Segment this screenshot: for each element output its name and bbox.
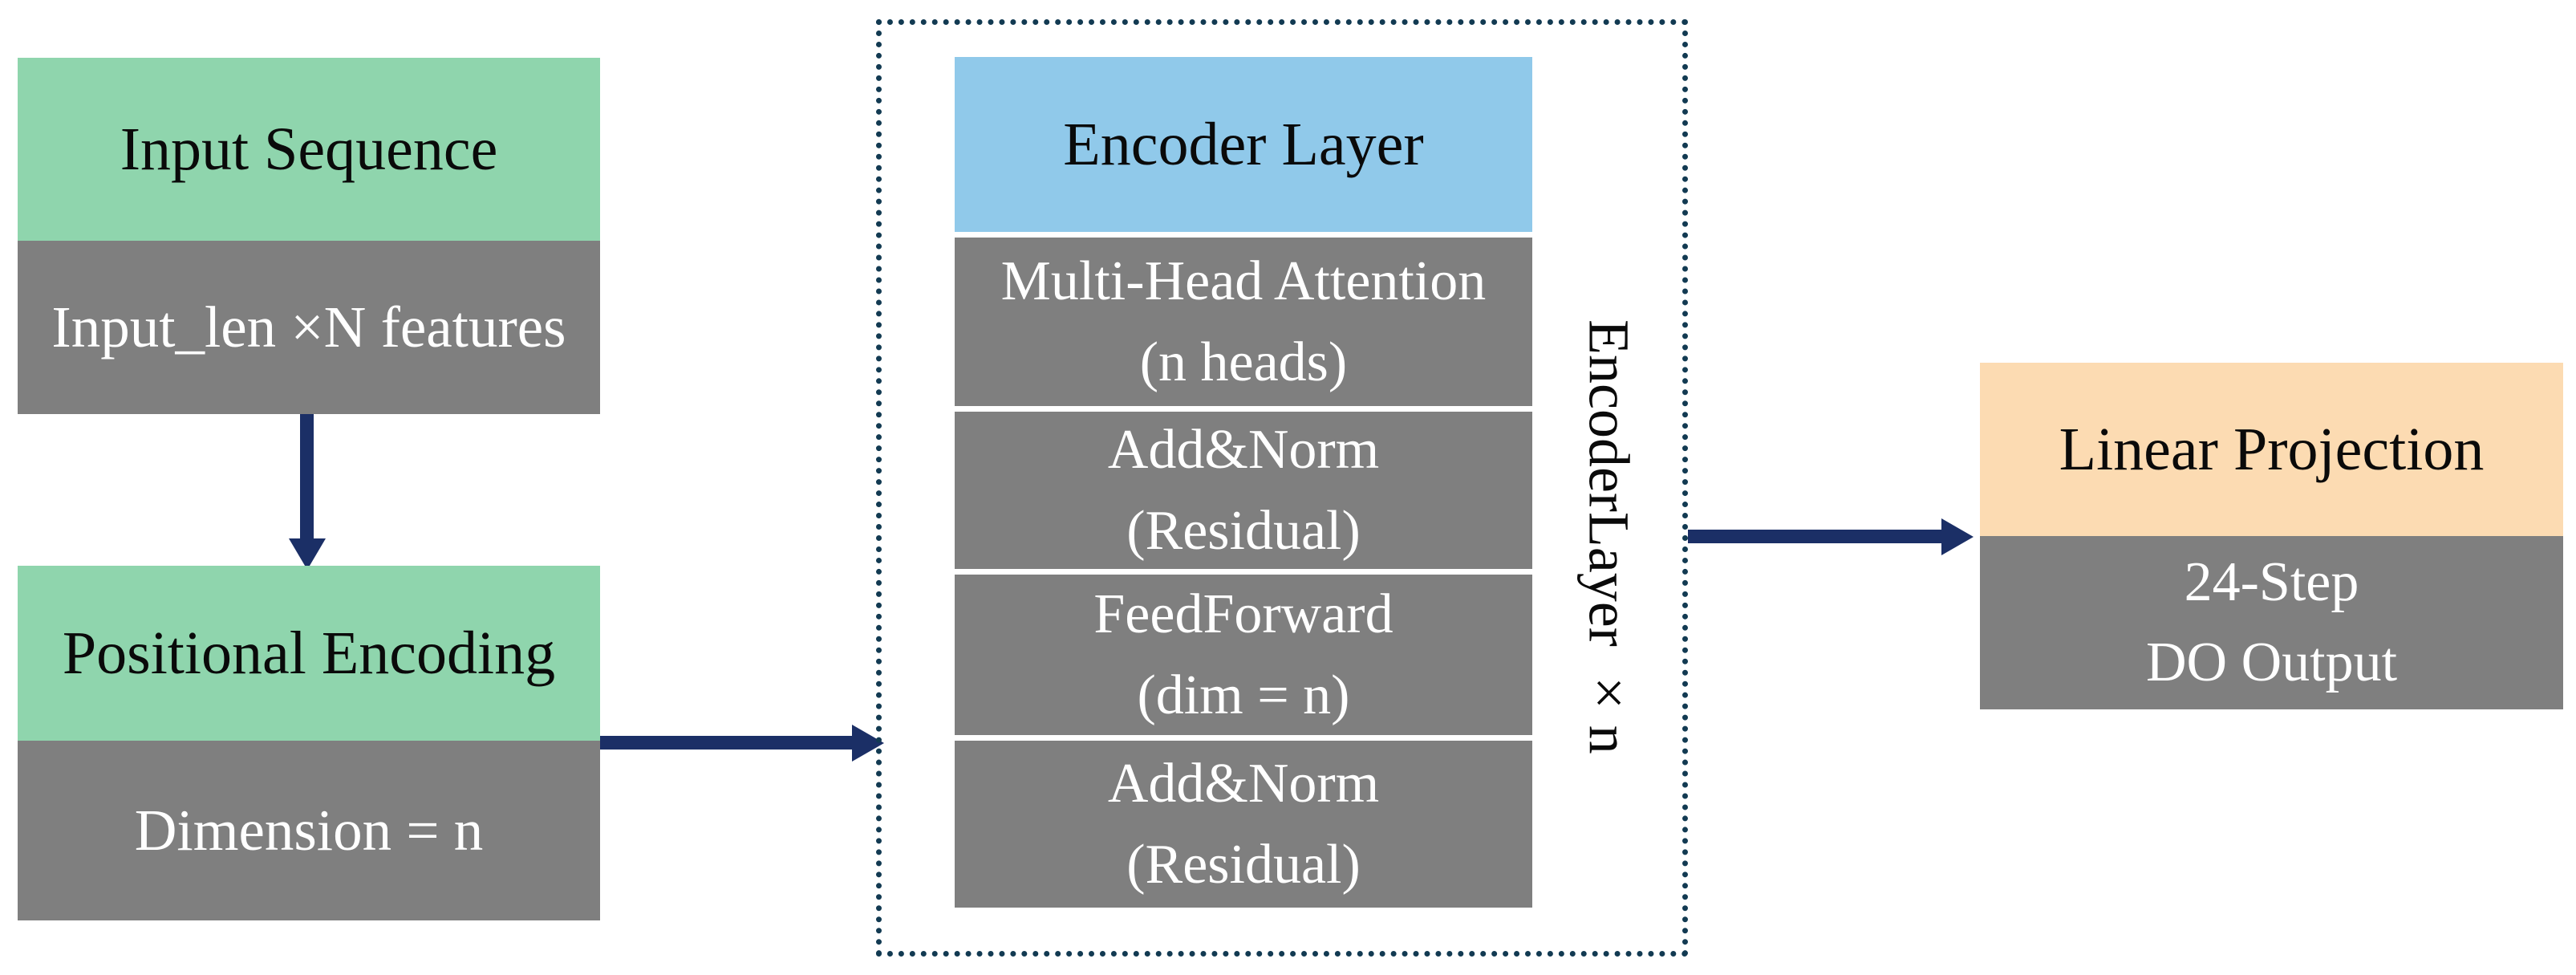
positional-encoding-title: Positional Encoding: [18, 566, 600, 741]
encoder-row-add-norm-1: Add&Norm (Residual): [955, 412, 1532, 569]
input-sequence-title: Input Sequence: [18, 58, 600, 241]
arrow-to-output-icon: [1941, 518, 1974, 555]
encoder-row-multi-head-attention: Multi-Head Attention (n heads): [955, 238, 1532, 406]
encoder-layer-multiplier-label: EncoderLayer ×n: [1576, 319, 1641, 754]
linear-projection-title: Linear Projection: [1980, 363, 2563, 536]
positional-encoding-body: Dimension = n: [18, 741, 600, 920]
linear-projection-body: 24-Step DO Output: [1980, 536, 2563, 709]
encoder-row-line2: (Residual): [1126, 500, 1361, 562]
arrow-down-shaft: [300, 414, 314, 538]
encoder-row-line1: Multi-Head Attention: [1000, 250, 1487, 312]
output-body-line2: DO Output: [2145, 632, 2398, 693]
encoder-layer-title: Encoder Layer: [955, 57, 1532, 232]
positional-encoding-node: Positional Encoding Dimension = n: [18, 566, 600, 920]
encoder-row-line2: (dim = n): [1137, 664, 1350, 726]
arrow-down-icon: [289, 538, 326, 570]
encoder-row-line2: (Residual): [1126, 834, 1361, 896]
output-body-line1: 24-Step: [2184, 551, 2359, 613]
encoder-row-add-norm-2: Add&Norm (Residual): [955, 741, 1532, 908]
encoder-row-line1: Add&Norm: [1107, 753, 1380, 815]
linear-projection-node: Linear Projection 24-Step DO Output: [1980, 363, 2563, 709]
arrow-to-encoder-shaft: [600, 736, 852, 750]
encoder-row-line1: FeedForward: [1093, 583, 1393, 645]
encoder-row-feedforward: FeedForward (dim = n): [955, 575, 1532, 735]
input-sequence-node: Input Sequence Input_len ×N features: [18, 58, 600, 414]
input-sequence-body: Input_len ×N features: [18, 241, 600, 414]
arrow-to-output-shaft: [1688, 530, 1941, 543]
encoder-row-line1: Add&Norm: [1107, 419, 1380, 481]
encoder-row-line2: (n heads): [1139, 331, 1348, 393]
encoder-group-border: [876, 19, 1688, 957]
